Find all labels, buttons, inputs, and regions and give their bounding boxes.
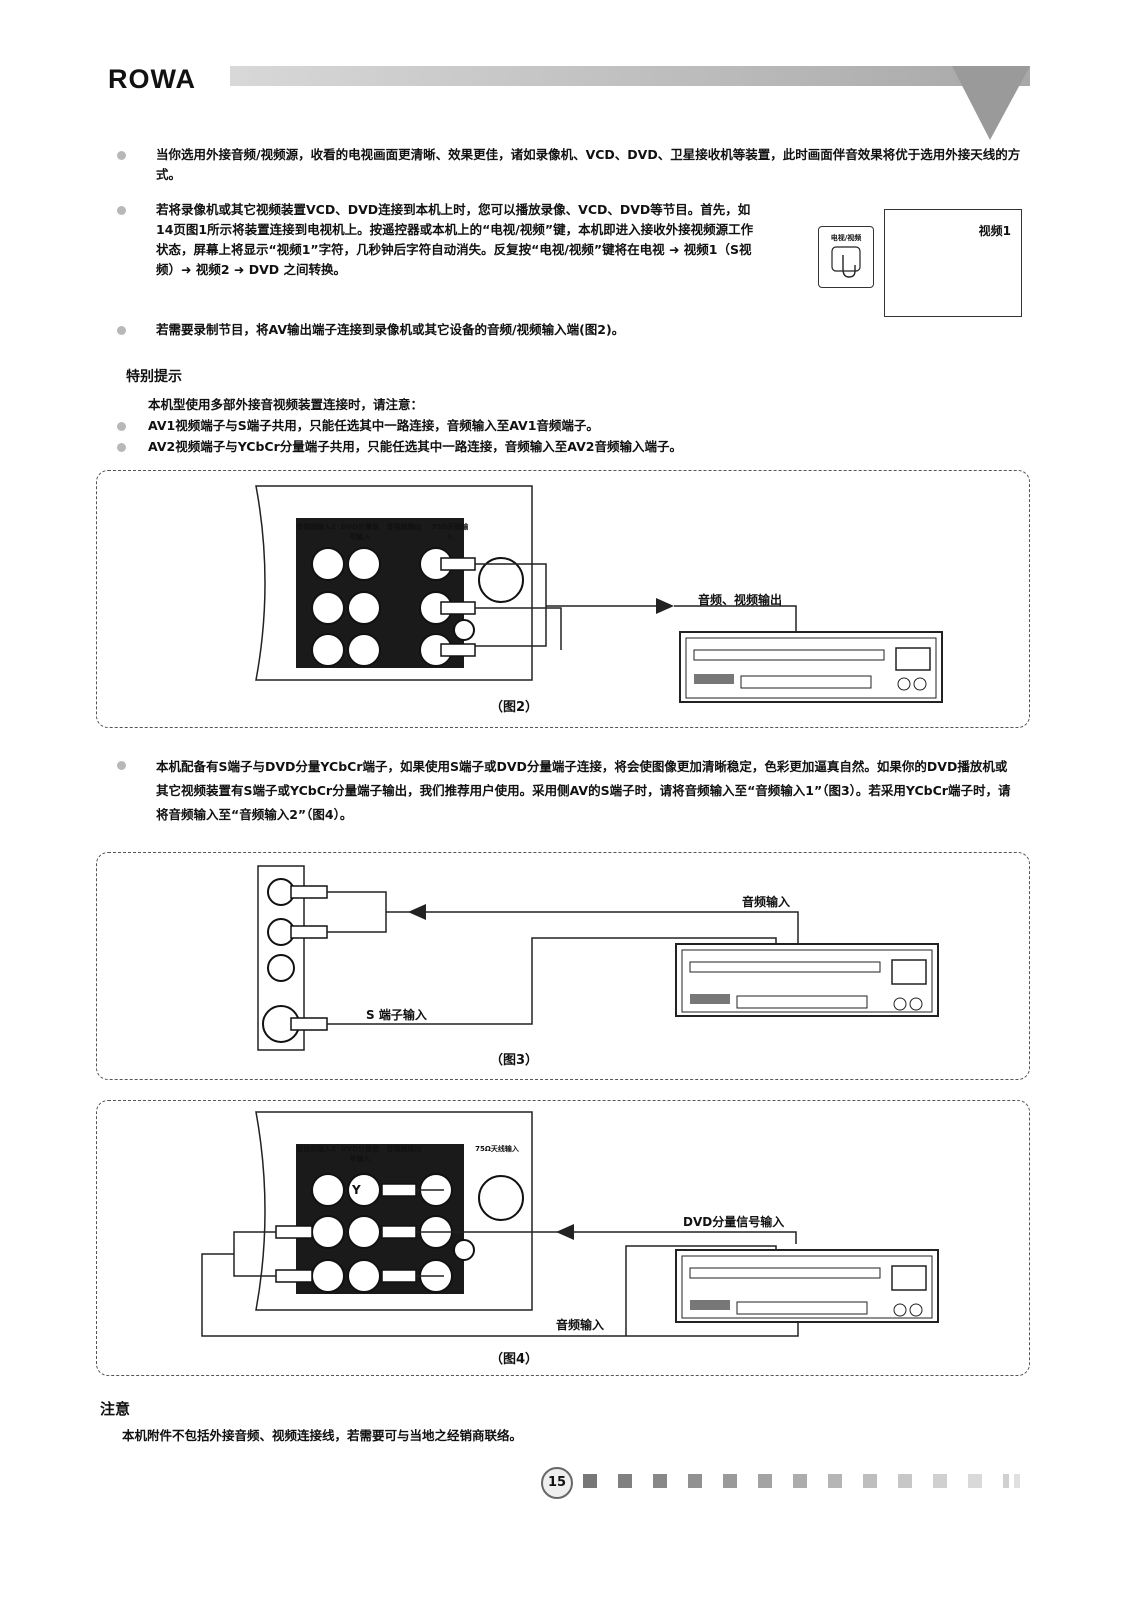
bullet-dot: [117, 443, 126, 452]
panel-col1-label: 音视频输入2: [296, 523, 336, 531]
fig4-dvd-label: DVD分量信号输入: [683, 1215, 785, 1229]
button-label: 电视/视频: [830, 234, 862, 242]
fig3-caption: （图3）: [490, 1053, 539, 1068]
bullet-dot: [117, 761, 126, 770]
tips-lead: 本机型使用多部外接音视频装置连接时，请注意：: [148, 397, 424, 412]
footer-square: [828, 1474, 842, 1488]
panel-col3-label: 音视频输出: [386, 1145, 422, 1153]
panel-labels-fig2: 音视频输入2 DVD分量信号输入 音视频输出 75Ω天线输入: [296, 522, 468, 548]
footer-square: [688, 1474, 702, 1488]
footer-square: [758, 1474, 772, 1488]
bullet-dot: [117, 422, 126, 431]
panel-col1-label: 音视频输入2: [296, 1145, 336, 1153]
panel-col3-label: 音视频输出: [386, 523, 422, 531]
screen-illustration: 视频1: [884, 209, 1022, 317]
panel-col2-label: DVD分量信号输入: [340, 1145, 380, 1163]
panel-col2-label: DVD分量信号输入: [340, 523, 380, 541]
note-text: 本机附件不包括外接音频、视频连接线，若需要可与当地之经销商联络。: [122, 1428, 523, 1443]
panel-labels-fig4: 音视频输入2 DVD分量信号输入 音视频输出 75Ω天线输入: [296, 1144, 526, 1170]
bullet-dot: [117, 206, 126, 215]
footer-square: [583, 1474, 597, 1488]
component-paragraph: 本机配备有S端子与DVD分量YCbCr端子，如果使用S端子或DVD分量端子连接，…: [156, 759, 1011, 822]
footer-square: [968, 1474, 982, 1488]
screen-label: 视频1: [978, 224, 1011, 238]
note-title: 注意: [100, 1400, 131, 1418]
fig4-caption: （图4）: [490, 1352, 539, 1367]
figure-2-diagram: [255, 485, 943, 703]
hand-press-icon: [831, 246, 861, 278]
panel-col4-label: 75Ω天线输入: [431, 523, 469, 541]
page-number: 15: [541, 1467, 573, 1499]
intro-bullet-1: 当你选用外接音频/视频源，收看的电视画面更清晰、效果更佳，诸如录像机、VCD、D…: [156, 147, 1021, 182]
tv-video-button-illustration: 电视/视频: [818, 226, 874, 288]
header-banner: [230, 66, 1030, 140]
footer-square: [723, 1474, 737, 1488]
footer-square: [898, 1474, 912, 1488]
footer-square: [863, 1474, 877, 1488]
footer-square: [933, 1474, 947, 1488]
footer-square: [1003, 1474, 1009, 1488]
fig3-audio-label: 音频输入: [742, 895, 791, 909]
intro-bullet-2: 若将录像机或其它视频装置VCD、DVD连接到本机上时，您可以播放录像、VCD、D…: [156, 202, 754, 277]
figure-3-diagram: [257, 865, 939, 1051]
fig2-caption: （图2）: [490, 700, 539, 715]
footer-square: [793, 1474, 807, 1488]
figure-3-frame: [96, 852, 1030, 1080]
bullet-dot: [117, 151, 126, 160]
fig2-output-label: 音频、视频输出: [698, 593, 783, 607]
tips-item-1: AV1视频端子与S端子共用，只能任选其中一路连接，音频输入至AV1音频端子。: [148, 418, 599, 433]
intro-bullet-3: 若需要录制节目，将AV输出端子连接到录像机或其它设备的音频/视频输入端(图2)。: [156, 322, 625, 337]
bullet-dot: [117, 326, 126, 335]
brand-logo: ROWA: [108, 64, 196, 94]
footer-square: [1014, 1474, 1020, 1488]
panel-col4-label: 75Ω天线输入: [475, 1145, 519, 1153]
footer-square: [618, 1474, 632, 1488]
footer-square: [653, 1474, 667, 1488]
tips-title: 特别提示: [126, 369, 182, 385]
fig3-s-label: S 端子输入: [366, 1008, 427, 1022]
fig4-audio-label: 音频输入: [556, 1318, 605, 1332]
panel-y-label: Y: [352, 1183, 361, 1197]
figure-2-frame: [96, 470, 1030, 728]
figure-4-frame: [96, 1100, 1030, 1376]
tips-item-2: AV2视频端子与YCbCr分量端子共用，只能任选其中一路连接，音频输入至AV2音…: [148, 439, 682, 454]
figure-4-diagram: [201, 1111, 939, 1337]
